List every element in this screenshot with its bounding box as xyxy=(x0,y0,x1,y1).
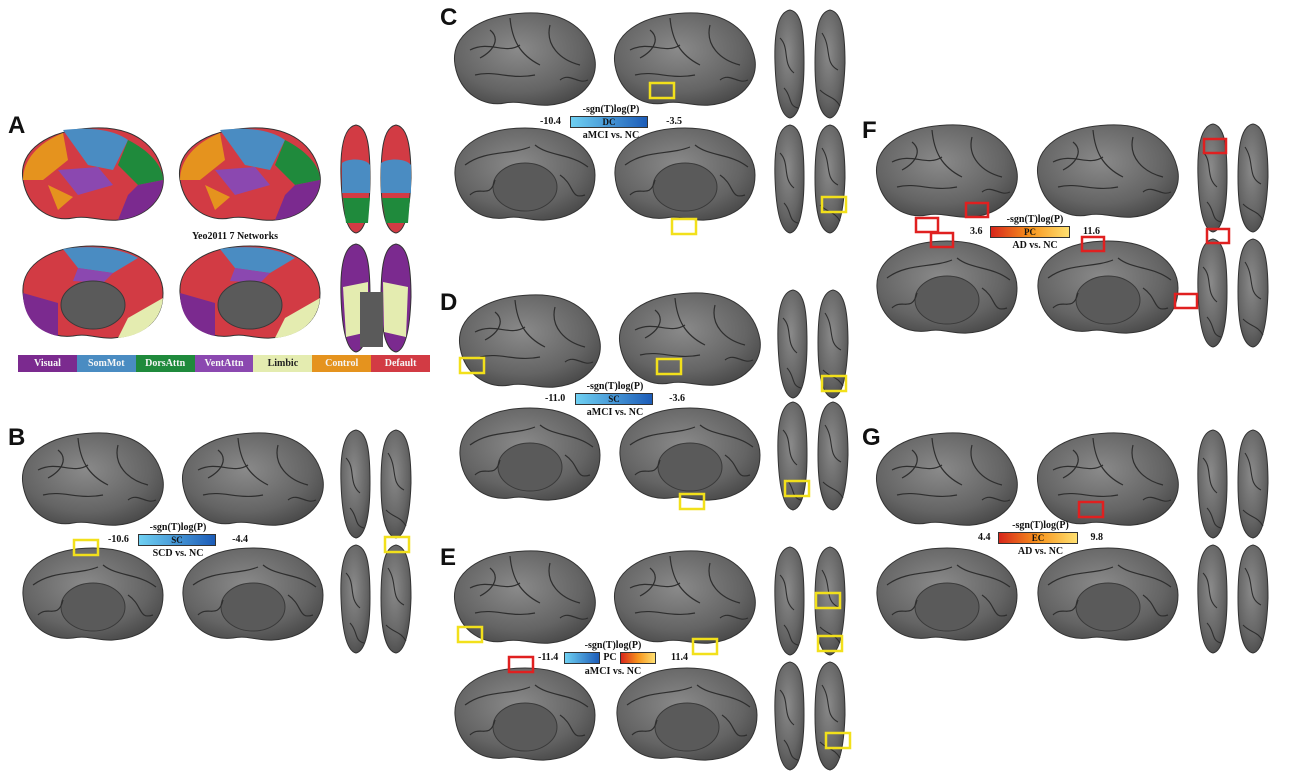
panel-g-brains xyxy=(875,429,1269,654)
panel-label-d: D xyxy=(440,289,458,316)
colorbar-e-sub: aMCI vs. NC xyxy=(584,666,642,677)
colorbar-c-max: -3.5 xyxy=(666,116,682,127)
colorbar-c-title: -sgn(T)log(P) xyxy=(582,104,640,115)
colorbar-g-title: -sgn(T)log(P) xyxy=(1012,520,1069,531)
yeo-networks-title: Yeo2011 7 Networks xyxy=(191,231,279,242)
colorbar-e-bar-negative xyxy=(564,652,600,664)
colorbar-c-bar: DC xyxy=(570,116,648,128)
colorbar-g-bar: EC xyxy=(998,532,1078,544)
legend-default: Default xyxy=(371,355,431,372)
network-legend: Visual SomMot DorsAttn VentAttn Limbic C… xyxy=(18,355,431,372)
panel-label-e: E xyxy=(440,544,457,571)
colorbar-f-title: -sgn(T)log(P) xyxy=(1006,214,1064,225)
colorbar-f-max: 11.6 xyxy=(1083,226,1100,237)
colorbar-g: -sgn(T)log(P) 4.4 EC 9.8 AD vs. NC xyxy=(978,520,1103,558)
colorbar-d-title: -sgn(T)log(P) xyxy=(586,381,644,392)
legend-limbic: Limbic xyxy=(253,355,313,372)
colorbar-b-max: -4.4 xyxy=(232,534,248,545)
legend-dorsattn: DorsAttn xyxy=(135,355,195,372)
panel-d-brains xyxy=(458,289,849,511)
colorbar-d-min: -11.0 xyxy=(545,393,566,404)
colorbar-d-bar: SC xyxy=(575,393,653,405)
colorbar-d-sub: aMCI vs. NC xyxy=(586,407,644,418)
colorbar-g-max: 9.8 xyxy=(1090,532,1104,543)
colorbar-b: -sgn(T)log(P) -10.6 SC -4.4 SCD vs. NC xyxy=(108,522,248,560)
colorbar-f-bar: PC xyxy=(990,226,1070,238)
colorbar-d-max: -3.6 xyxy=(669,393,685,404)
colorbar-b-title: -sgn(T)log(P) xyxy=(149,522,207,533)
colorbar-c-sub: aMCI vs. NC xyxy=(582,130,640,141)
colorbar-e-title: -sgn(T)log(P) xyxy=(584,640,642,651)
colorbar-c-min: -10.4 xyxy=(540,116,561,127)
legend-sommot: SomMot xyxy=(76,355,136,372)
legend-visual: Visual xyxy=(18,355,77,372)
colorbar-e-min: -11.4 xyxy=(538,652,559,663)
panel-label-c: C xyxy=(440,4,458,31)
legend-control: Control xyxy=(312,355,372,372)
colorbar-f-min: 3.6 xyxy=(970,226,983,237)
panel-e-brains xyxy=(453,546,852,771)
colorbar-g-min: 4.4 xyxy=(978,532,991,543)
colorbar-d: -sgn(T)log(P) -11.0 SC -3.6 aMCI vs. NC xyxy=(545,381,685,419)
colorbar-f-sub: AD vs. NC xyxy=(1012,240,1058,251)
colorbar-f: -sgn(T)log(P) 3.6 PC 11.6 AD vs. NC xyxy=(970,214,1100,252)
colorbar-b-sub: SCD vs. NC xyxy=(152,548,204,559)
panel-label-a: A xyxy=(8,112,26,139)
legend-ventattn: VentAttn xyxy=(194,355,254,372)
colorbar-c: -sgn(T)log(P) -10.4 DC -3.5 aMCI vs. NC xyxy=(540,104,682,142)
panel-f-brains xyxy=(875,123,1269,348)
colorbar-g-sub: AD vs. NC xyxy=(1017,546,1064,557)
colorbar-e-bar-positive xyxy=(620,652,656,664)
panel-c-brains xyxy=(453,9,848,236)
panel-label-b: B xyxy=(8,424,26,451)
colorbar-b-min: -10.6 xyxy=(108,534,129,545)
colorbar-e-max: 11.4 xyxy=(671,652,688,663)
colorbar-e-name: PC xyxy=(603,652,617,663)
colorbar-b-bar: SC xyxy=(138,534,216,546)
colorbar-e: -sgn(T)log(P) -11.4 PC 11.4 aMCI vs. NC xyxy=(538,640,688,678)
panel-label-f: F xyxy=(862,117,877,144)
panel-b-brains xyxy=(21,429,412,654)
panel-label-g: G xyxy=(862,424,881,451)
